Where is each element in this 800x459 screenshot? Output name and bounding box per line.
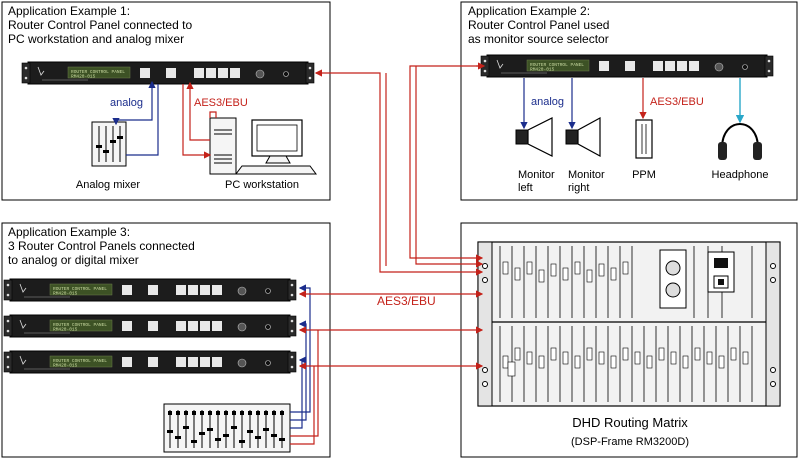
headphone-label: Headphone <box>712 169 769 181</box>
pc-workstation-label: PC workstation <box>225 179 299 191</box>
aes-cross-connections <box>298 62 486 370</box>
example2-title-line2: Router Control Panel used <box>468 18 609 32</box>
monitor-left-label-1: Monitor <box>518 169 555 181</box>
example2-title-line1: Application Example 2: <box>468 4 590 18</box>
panel-lcd-line2: RM420-015 <box>71 74 96 80</box>
router-control-panel-ex1: ROUTER CONTROL PANEL RM420-015 <box>21 61 315 85</box>
example3-title-line1: Application Example 3: <box>8 225 130 239</box>
ex1-analog-label: analog <box>110 97 143 109</box>
panel-lcd-line2: RM420-015 <box>530 67 555 73</box>
ex2-aes-label: AES3/EBU <box>650 96 704 108</box>
routing-matrix-frame <box>477 241 781 407</box>
ex2-analog-label: analog <box>531 96 564 108</box>
example3-title-line3: to analog or digital mixer <box>8 253 139 267</box>
matrix-label: DHD Routing Matrix <box>572 415 688 430</box>
example2-box <box>460 1 798 201</box>
headphone-icon <box>718 123 762 160</box>
pc-workstation-icon <box>209 117 317 175</box>
ppm-label: PPM <box>632 169 656 181</box>
panel-lcd-line2: RM420-015 <box>53 291 78 297</box>
panel-lcd-line1: ROUTER CONTROL PANEL <box>530 62 584 68</box>
ex1-aes-connections <box>182 81 217 159</box>
router-control-panel-ex3-b: ROUTER CONTROL PANEL RM420-015 <box>3 314 297 338</box>
router-control-panel-ex2: ROUTER CONTROL PANEL RM420-015 <box>480 54 774 78</box>
example1-title-line3: PC workstation and analog mixer <box>8 32 184 46</box>
analog-mixer-label: Analog mixer <box>76 179 141 191</box>
panel-lcd-line1: ROUTER CONTROL PANEL <box>53 286 107 292</box>
ex3-analog-connections <box>290 284 311 429</box>
speaker-right-icon <box>565 116 601 158</box>
analog-mixer-icon <box>91 121 127 167</box>
monitor-left-label-2: left <box>518 182 533 194</box>
example1-title-line2: Router Control Panel connected to <box>8 18 192 32</box>
mixer-console-icon <box>163 403 291 453</box>
matrix-sublabel: (DSP-Frame RM3200D) <box>571 436 689 448</box>
ppm-meter-icon <box>635 119 653 159</box>
router-control-panel-ex3-c: ROUTER CONTROL PANEL RM420-015 <box>3 350 297 374</box>
example2-title-line3: as monitor source selector <box>468 32 609 46</box>
ex3-aes-mixer-connections <box>290 330 319 445</box>
example3-title-line2: 3 Router Control Panels connected <box>8 239 195 253</box>
monitor-right-label-2: right <box>568 182 589 194</box>
ex2-analog-connections <box>520 78 576 130</box>
center-aes-label: AES3/EBU <box>377 294 436 308</box>
speaker-left-icon <box>515 117 553 157</box>
monitor-right-label-1: Monitor <box>568 169 605 181</box>
panel-lcd-line1: ROUTER CONTROL PANEL <box>53 358 107 364</box>
panel-lcd-line2: RM420-015 <box>53 327 78 333</box>
ex1-aes-label: AES3/EBU <box>194 97 248 109</box>
panel-lcd-line1: ROUTER CONTROL PANEL <box>71 69 125 75</box>
router-control-panel-ex3-a: ROUTER CONTROL PANEL RM420-015 <box>3 278 297 302</box>
panel-lcd-line1: ROUTER CONTROL PANEL <box>53 322 107 328</box>
ex1-analog-connections <box>112 80 159 156</box>
example1-title-line1: Application Example 1: <box>8 4 130 18</box>
panel-lcd-line2: RM420-015 <box>53 363 78 369</box>
